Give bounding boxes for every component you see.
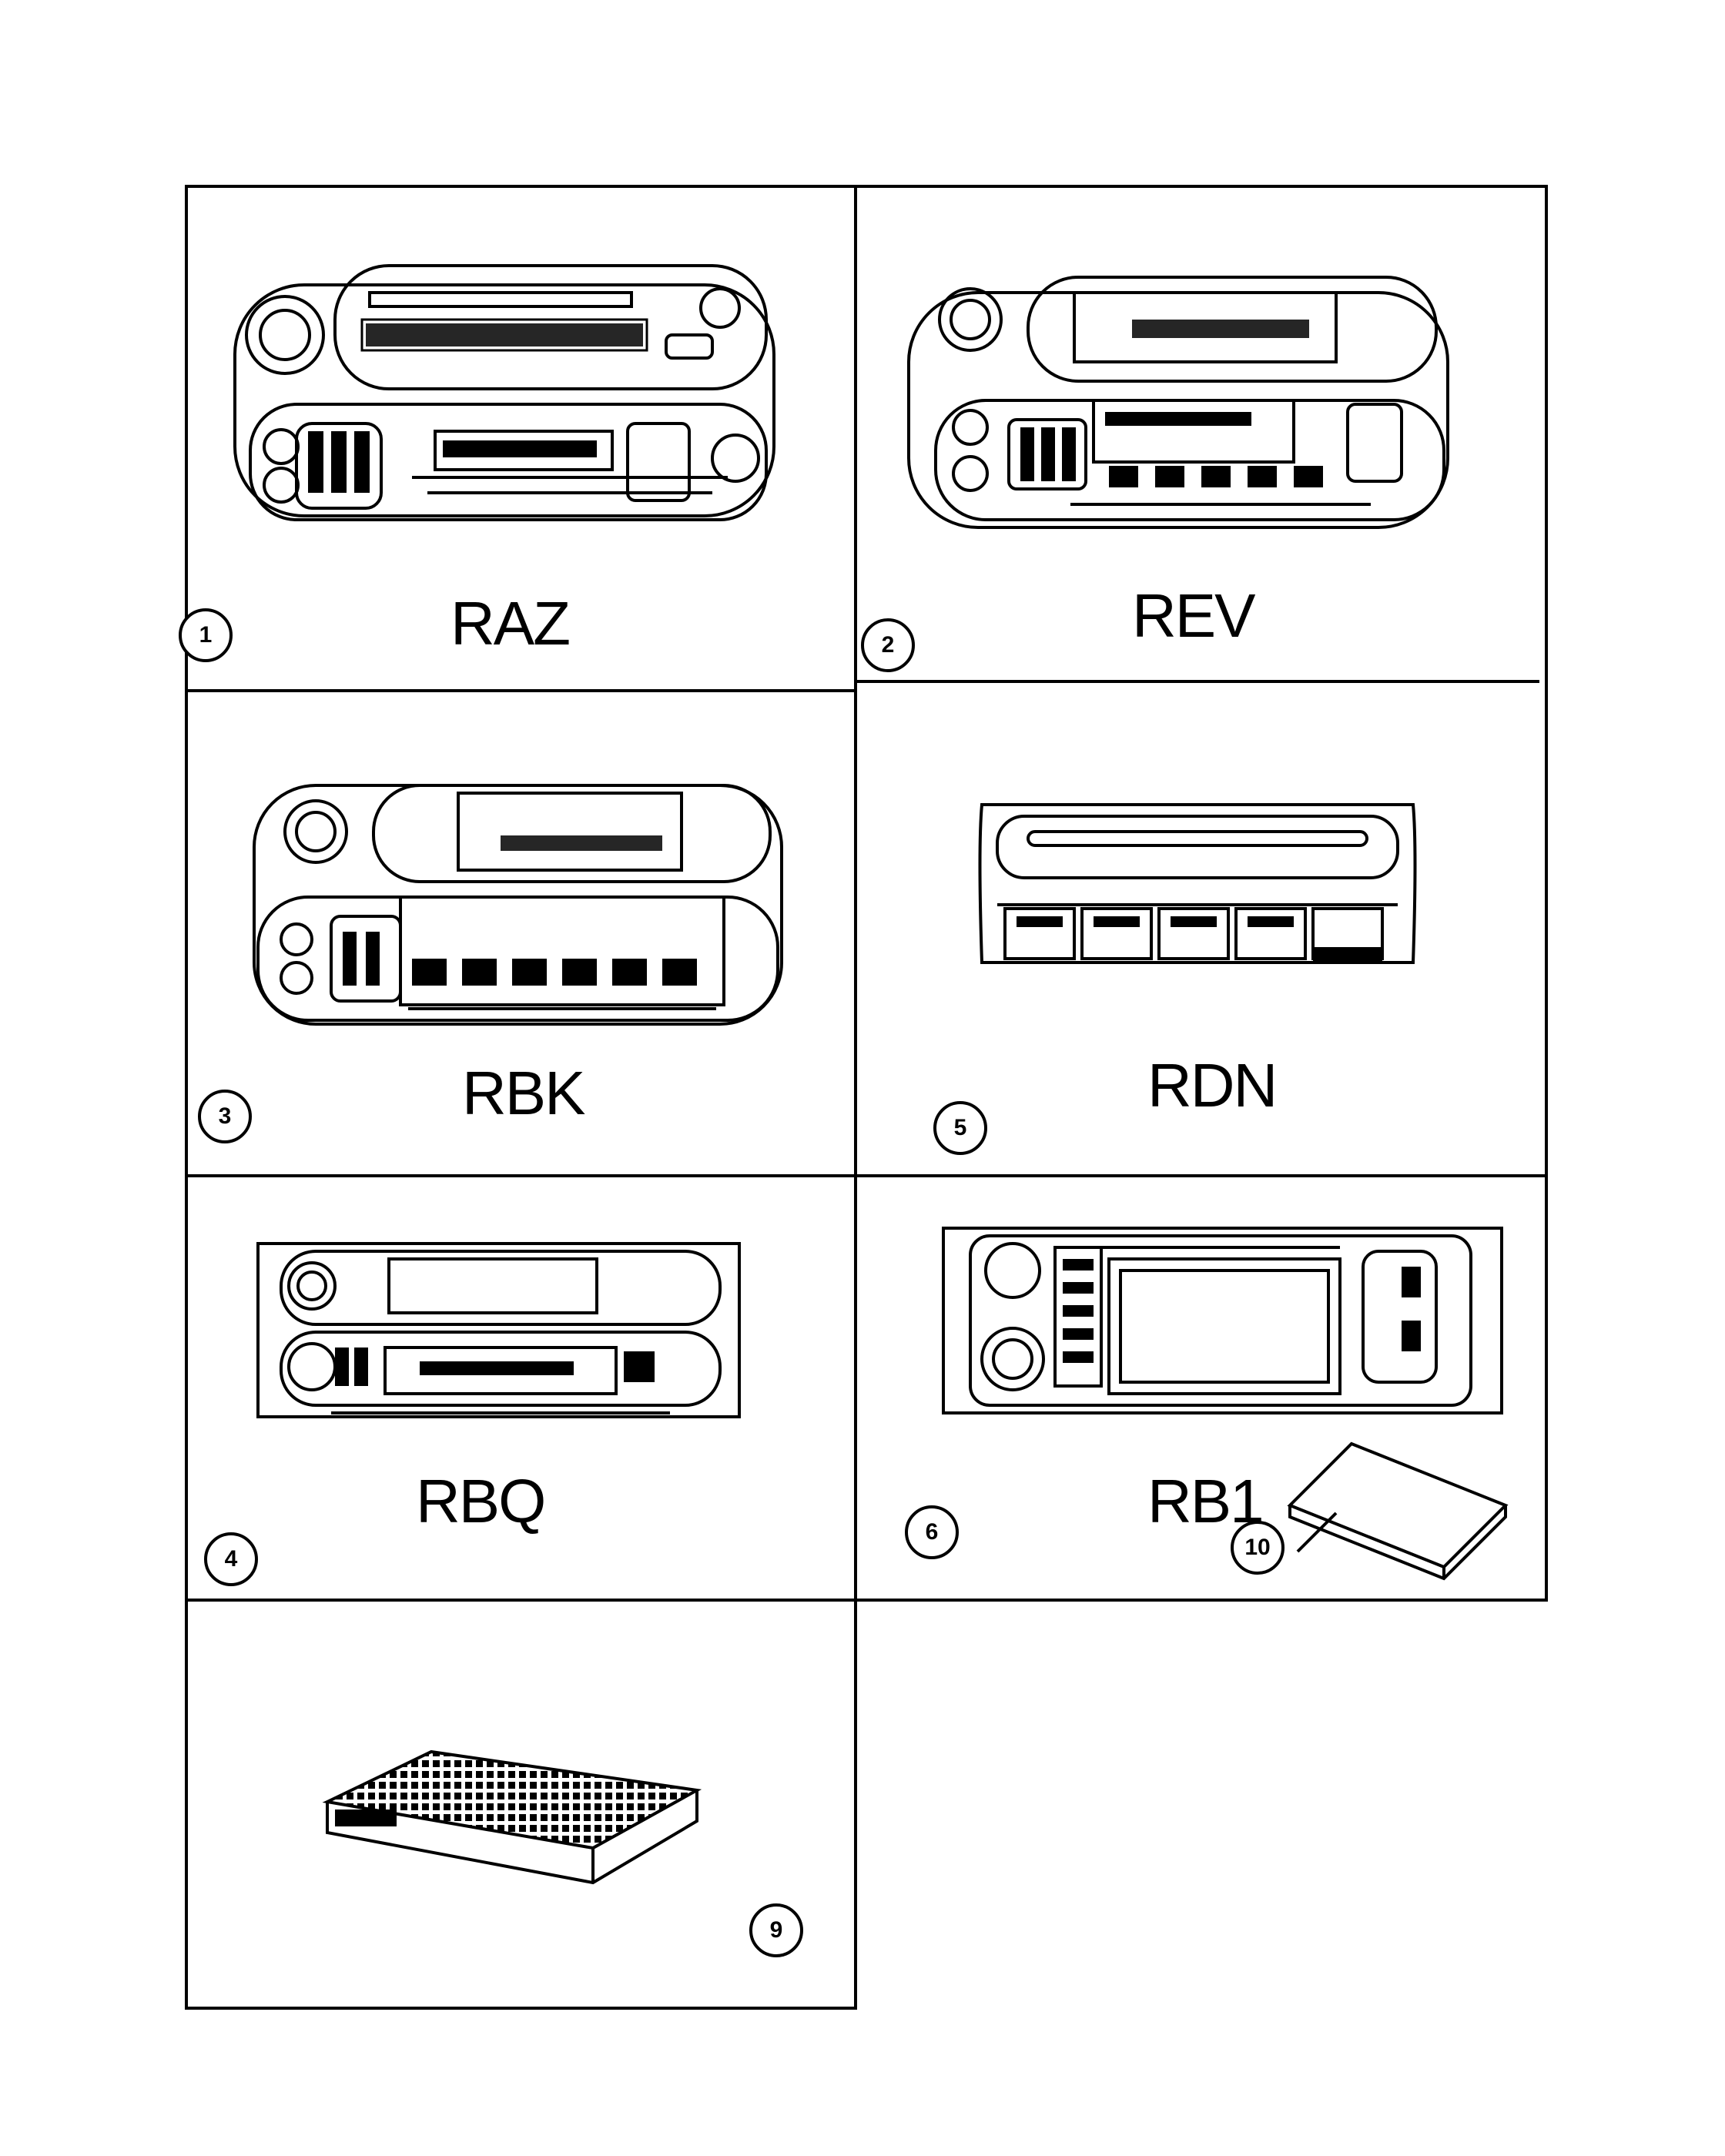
grid-line [1545,185,1548,1602]
radio-code-label: RDN [1147,1051,1278,1120]
grid-line [185,1174,1548,1177]
radio-rdn-illustration [974,801,1421,966]
grid-line [185,2007,857,2010]
grid-line [185,1599,1548,1602]
callout-number: 9 [749,1903,803,1957]
manual-book-illustration [1286,1440,1509,1578]
grid-line [185,185,1548,188]
callout-number: 10 [1231,1521,1285,1575]
callout-number: 2 [861,618,915,672]
callout-number: 5 [933,1101,987,1155]
radio-code-label: REV [1132,581,1255,650]
radio-raz-illustration [235,262,782,531]
callout-number: 3 [198,1090,252,1143]
radio-rb1-illustration [940,1224,1506,1417]
radio-code-label: RB1 [1147,1467,1264,1535]
radio-rbq-illustration [254,1240,743,1421]
radio-rev-illustration [909,273,1452,531]
leader-line [1294,1509,1340,1555]
grid-line [185,689,855,692]
grid-line [854,680,1539,683]
module-illustration [323,1748,701,1886]
grid-line [185,185,188,2010]
radio-code-label: RBK [462,1059,585,1127]
callout-number: 1 [179,608,233,662]
grid-line [854,185,857,2010]
radio-code-label: RBQ [416,1467,546,1535]
radio-code-label: RAZ [451,589,571,658]
radio-rbk-illustration [254,782,785,1028]
callout-number: 6 [905,1505,959,1559]
callout-number: 4 [204,1532,258,1586]
